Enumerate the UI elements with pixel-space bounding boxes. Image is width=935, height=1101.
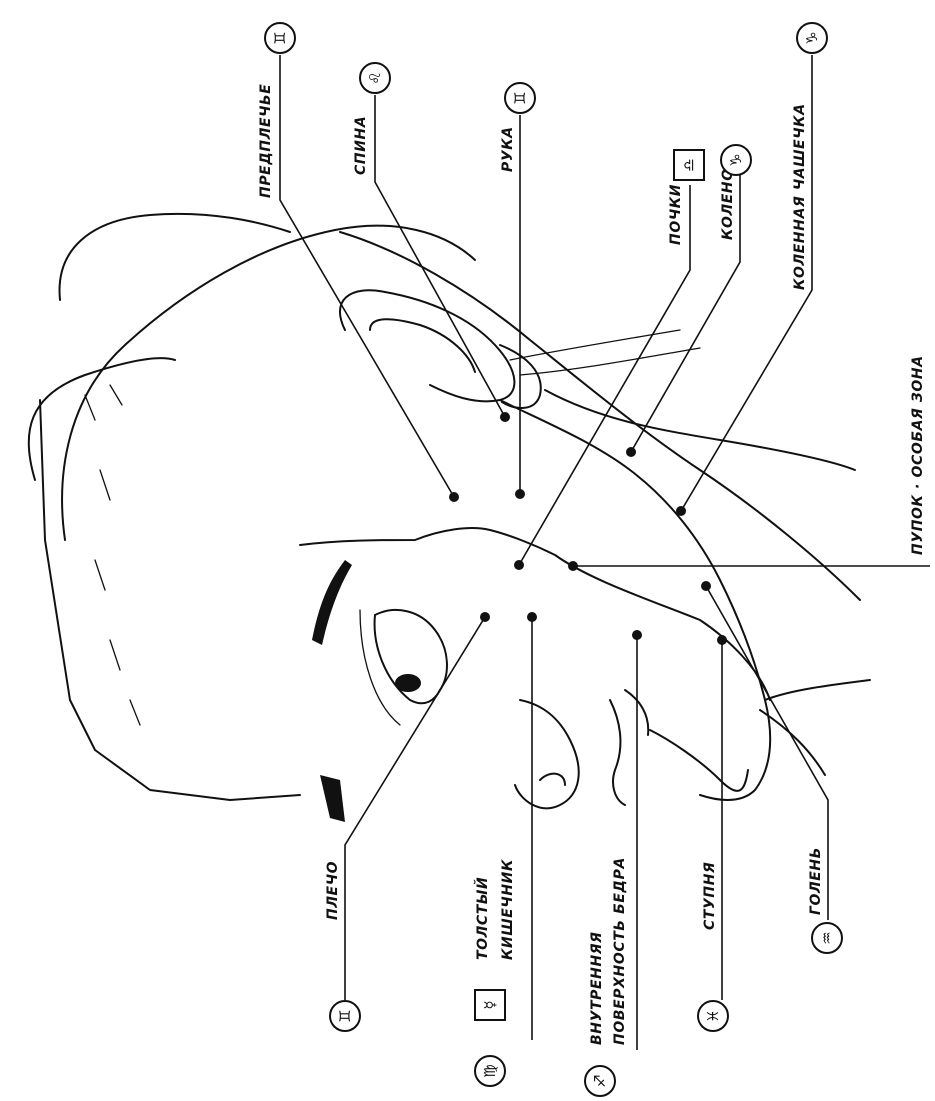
hairline-edge	[40, 400, 300, 800]
label-kolennaya-chashechka: КОЛЕННАЯ ЧАШЕЧКА	[792, 103, 808, 290]
label-vnutrennyaya: ВНУТРЕННЯЯ	[589, 931, 605, 1045]
labels: ПРЕДПЛЕЧЬЕ ♊ СПИНА ♌ РУКА ♊ ПОЧКИ ♎ КОЛЕ…	[258, 23, 926, 1096]
label-pochki: ПОЧКИ	[668, 184, 684, 245]
eyebrow	[312, 560, 352, 645]
label-spina: СПИНА	[353, 116, 369, 175]
capricorn-icon-2: ♑	[803, 31, 821, 44]
collar	[765, 680, 870, 700]
leader-plecho	[345, 617, 485, 1000]
gemini-icon: ♊	[271, 31, 289, 44]
eyebrow-lower	[320, 775, 345, 822]
eye-socket	[360, 610, 400, 725]
hair-inner-line	[29, 358, 175, 480]
pisces-icon: ♓	[704, 1009, 722, 1022]
leader-pochki	[519, 185, 690, 565]
neck-front-outline	[545, 390, 855, 470]
label-ruka: РУКА	[500, 126, 516, 172]
label-tolsty: ТОЛСТЫЙ	[474, 877, 491, 960]
virgo-icon: ♍	[481, 1064, 499, 1077]
aquarius-icon: ♒	[818, 931, 836, 944]
label-predplechye: ПРЕДПЛЕЧЬЕ	[258, 84, 274, 198]
gemini-icon-2: ♊	[511, 91, 529, 104]
libra-icon: ♎	[680, 158, 698, 171]
label-golen: ГОЛЕНЬ	[808, 847, 824, 915]
capricorn-icon: ♑	[727, 153, 745, 166]
hair-stubble	[85, 385, 140, 725]
label-pupok: ПУПОК · ОСОБАЯ ЗОНА	[910, 355, 926, 555]
leo-icon: ♌	[366, 71, 384, 84]
mercury-icon: ☿	[481, 1000, 499, 1009]
mouth	[610, 700, 625, 805]
label-kishechnik: КИШЕЧНИК	[500, 859, 516, 960]
neck-back-outline	[340, 232, 860, 600]
jaw-line	[500, 400, 770, 800]
hair-outline	[62, 226, 475, 540]
ear-inner	[370, 319, 475, 372]
label-poverkhnost-bedra: ПОВЕРХНОСТЬ БЕДРА	[612, 857, 628, 1045]
label-plecho: ПЛЕЧО	[325, 861, 341, 920]
nose	[515, 700, 579, 808]
gemini-icon-3: ♊	[336, 1009, 354, 1022]
head-drawing	[29, 214, 870, 822]
sagittarius-icon: ♐	[591, 1074, 609, 1087]
leader-lines	[280, 55, 930, 1050]
nostril	[540, 774, 565, 785]
label-koleno: КОЛЕНО	[720, 168, 736, 240]
ear-shadow	[510, 330, 700, 375]
eye-pupil	[395, 674, 421, 692]
leader-spina	[375, 95, 505, 417]
label-stupnya: СТУПНЯ	[702, 862, 718, 930]
chin	[650, 730, 748, 791]
